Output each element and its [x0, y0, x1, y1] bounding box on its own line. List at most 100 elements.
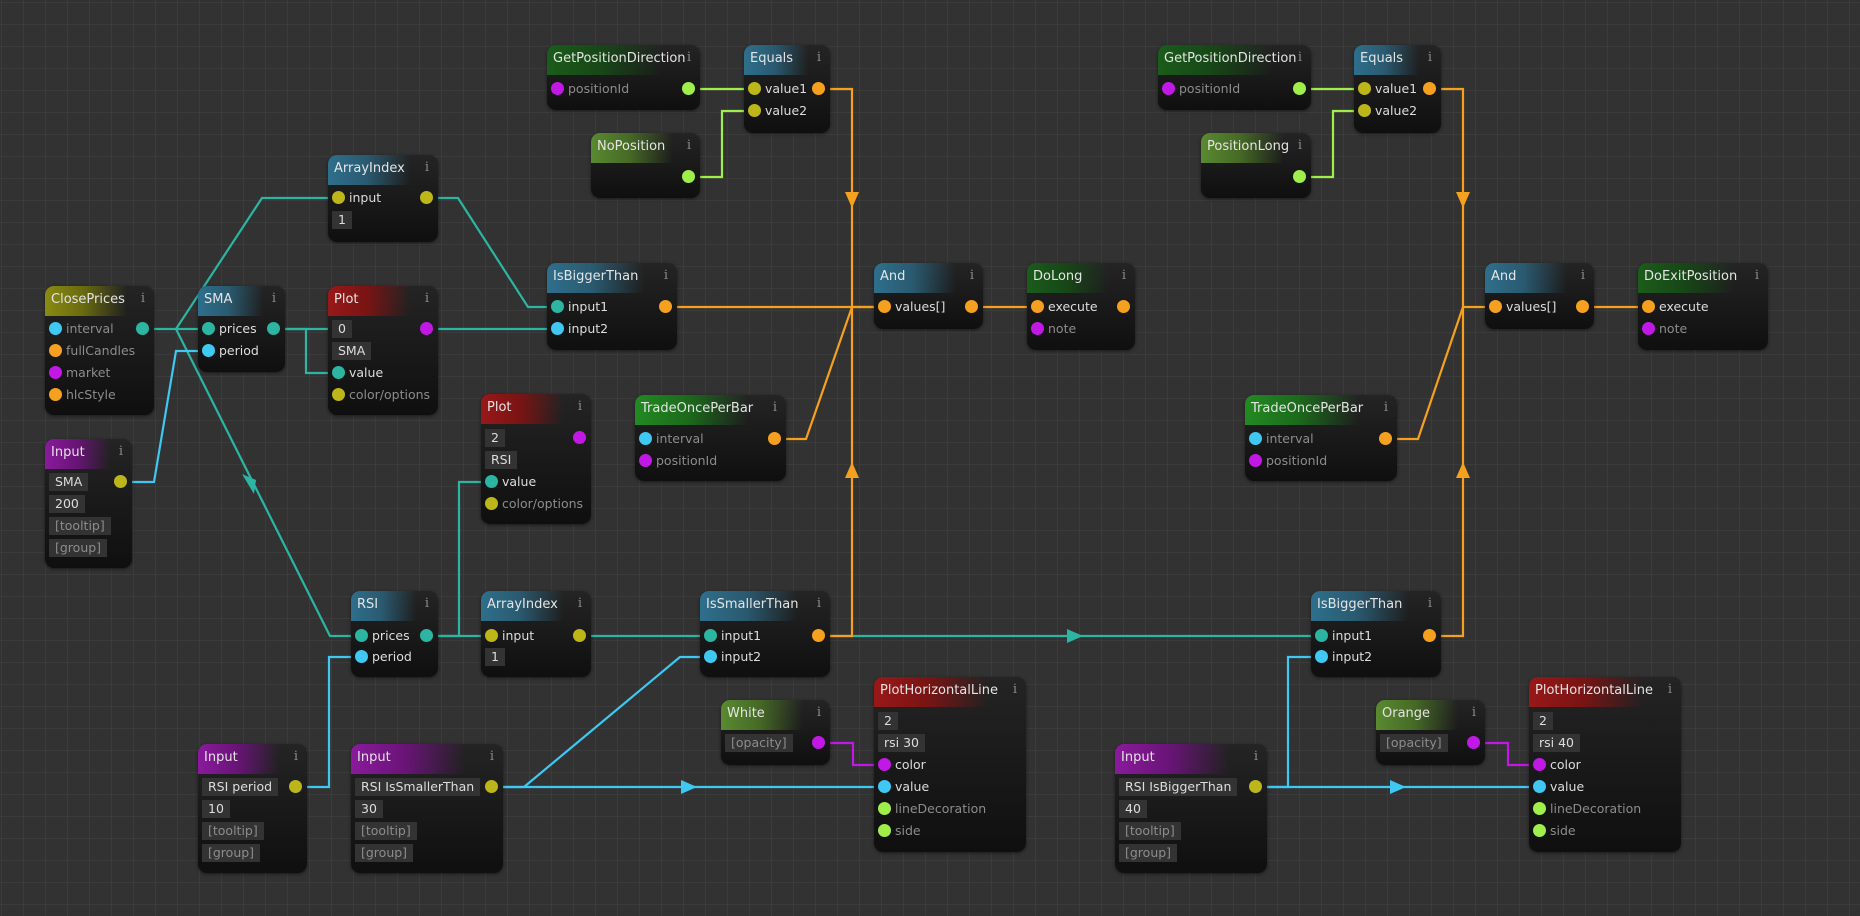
output-socket[interactable] — [420, 191, 433, 204]
opacity-field[interactable]: [opacity] — [725, 734, 793, 752]
input-socket[interactable] — [704, 650, 717, 663]
input-socket[interactable] — [1249, 432, 1262, 445]
output-socket[interactable] — [682, 82, 695, 95]
input-value-field[interactable]: 200 — [49, 495, 85, 513]
info-icon[interactable]: i — [577, 596, 582, 611]
tooltip-field[interactable]: [tooltip] — [355, 822, 417, 840]
input-socket[interactable] — [49, 366, 62, 379]
plot-index-field[interactable]: 2 — [878, 712, 898, 730]
output-socket[interactable] — [1117, 300, 1130, 313]
input-socket[interactable] — [1358, 104, 1371, 117]
output-socket[interactable] — [812, 629, 825, 642]
input-socket[interactable] — [485, 629, 498, 642]
input-socket[interactable] — [1642, 322, 1655, 335]
output-socket[interactable] — [573, 629, 586, 642]
input-socket[interactable] — [1533, 824, 1546, 837]
output-socket[interactable] — [267, 322, 280, 335]
input-socket[interactable] — [202, 344, 215, 357]
input-socket[interactable] — [355, 650, 368, 663]
info-icon[interactable]: i — [293, 749, 298, 764]
input-socket[interactable] — [878, 802, 891, 815]
input-socket[interactable] — [878, 758, 891, 771]
output-socket[interactable] — [682, 170, 695, 183]
input-socket[interactable] — [878, 824, 891, 837]
input-socket[interactable] — [355, 629, 368, 642]
info-icon[interactable]: i — [1383, 400, 1388, 415]
info-icon[interactable]: i — [816, 705, 821, 720]
info-icon[interactable]: i — [1297, 138, 1302, 153]
plot-index-field[interactable]: 2 — [1533, 712, 1553, 730]
input-socket[interactable] — [551, 82, 564, 95]
info-icon[interactable]: i — [772, 400, 777, 415]
input-socket[interactable] — [49, 388, 62, 401]
group-field[interactable]: [group] — [49, 539, 108, 557]
info-icon[interactable]: i — [1427, 596, 1432, 611]
input-socket[interactable] — [878, 300, 891, 313]
opacity-field[interactable]: [opacity] — [1380, 734, 1448, 752]
info-icon[interactable]: i — [1667, 682, 1672, 697]
input-socket[interactable] — [1533, 780, 1546, 793]
tooltip-field[interactable]: [tooltip] — [1119, 822, 1181, 840]
info-icon[interactable]: i — [424, 160, 429, 175]
tooltip-field[interactable]: [tooltip] — [49, 517, 111, 535]
output-socket[interactable] — [1467, 736, 1480, 749]
input-socket[interactable] — [202, 322, 215, 335]
info-icon[interactable]: i — [577, 399, 582, 414]
input-socket[interactable] — [49, 344, 62, 357]
input-socket[interactable] — [639, 432, 652, 445]
input-value-field[interactable]: 10 — [202, 800, 230, 818]
input-socket[interactable] — [1315, 650, 1328, 663]
info-icon[interactable]: i — [816, 596, 821, 611]
input-socket[interactable] — [485, 497, 498, 510]
info-icon[interactable]: i — [489, 749, 494, 764]
input-socket[interactable] — [1031, 300, 1044, 313]
output-socket[interactable] — [114, 475, 127, 488]
input-socket[interactable] — [1358, 82, 1371, 95]
info-icon[interactable]: i — [140, 291, 145, 306]
output-socket[interactable] — [659, 300, 672, 313]
input-socket[interactable] — [748, 82, 761, 95]
plot-name-field[interactable]: rsi 30 — [878, 734, 926, 752]
input-socket[interactable] — [485, 475, 498, 488]
info-icon[interactable]: i — [1427, 50, 1432, 65]
output-socket[interactable] — [1379, 432, 1392, 445]
output-socket[interactable] — [1293, 82, 1306, 95]
info-icon[interactable]: i — [686, 138, 691, 153]
output-socket[interactable] — [1576, 300, 1589, 313]
output-socket[interactable] — [1249, 780, 1262, 793]
input-socket[interactable] — [551, 300, 564, 313]
plot-index-field[interactable]: 0 — [332, 320, 352, 338]
